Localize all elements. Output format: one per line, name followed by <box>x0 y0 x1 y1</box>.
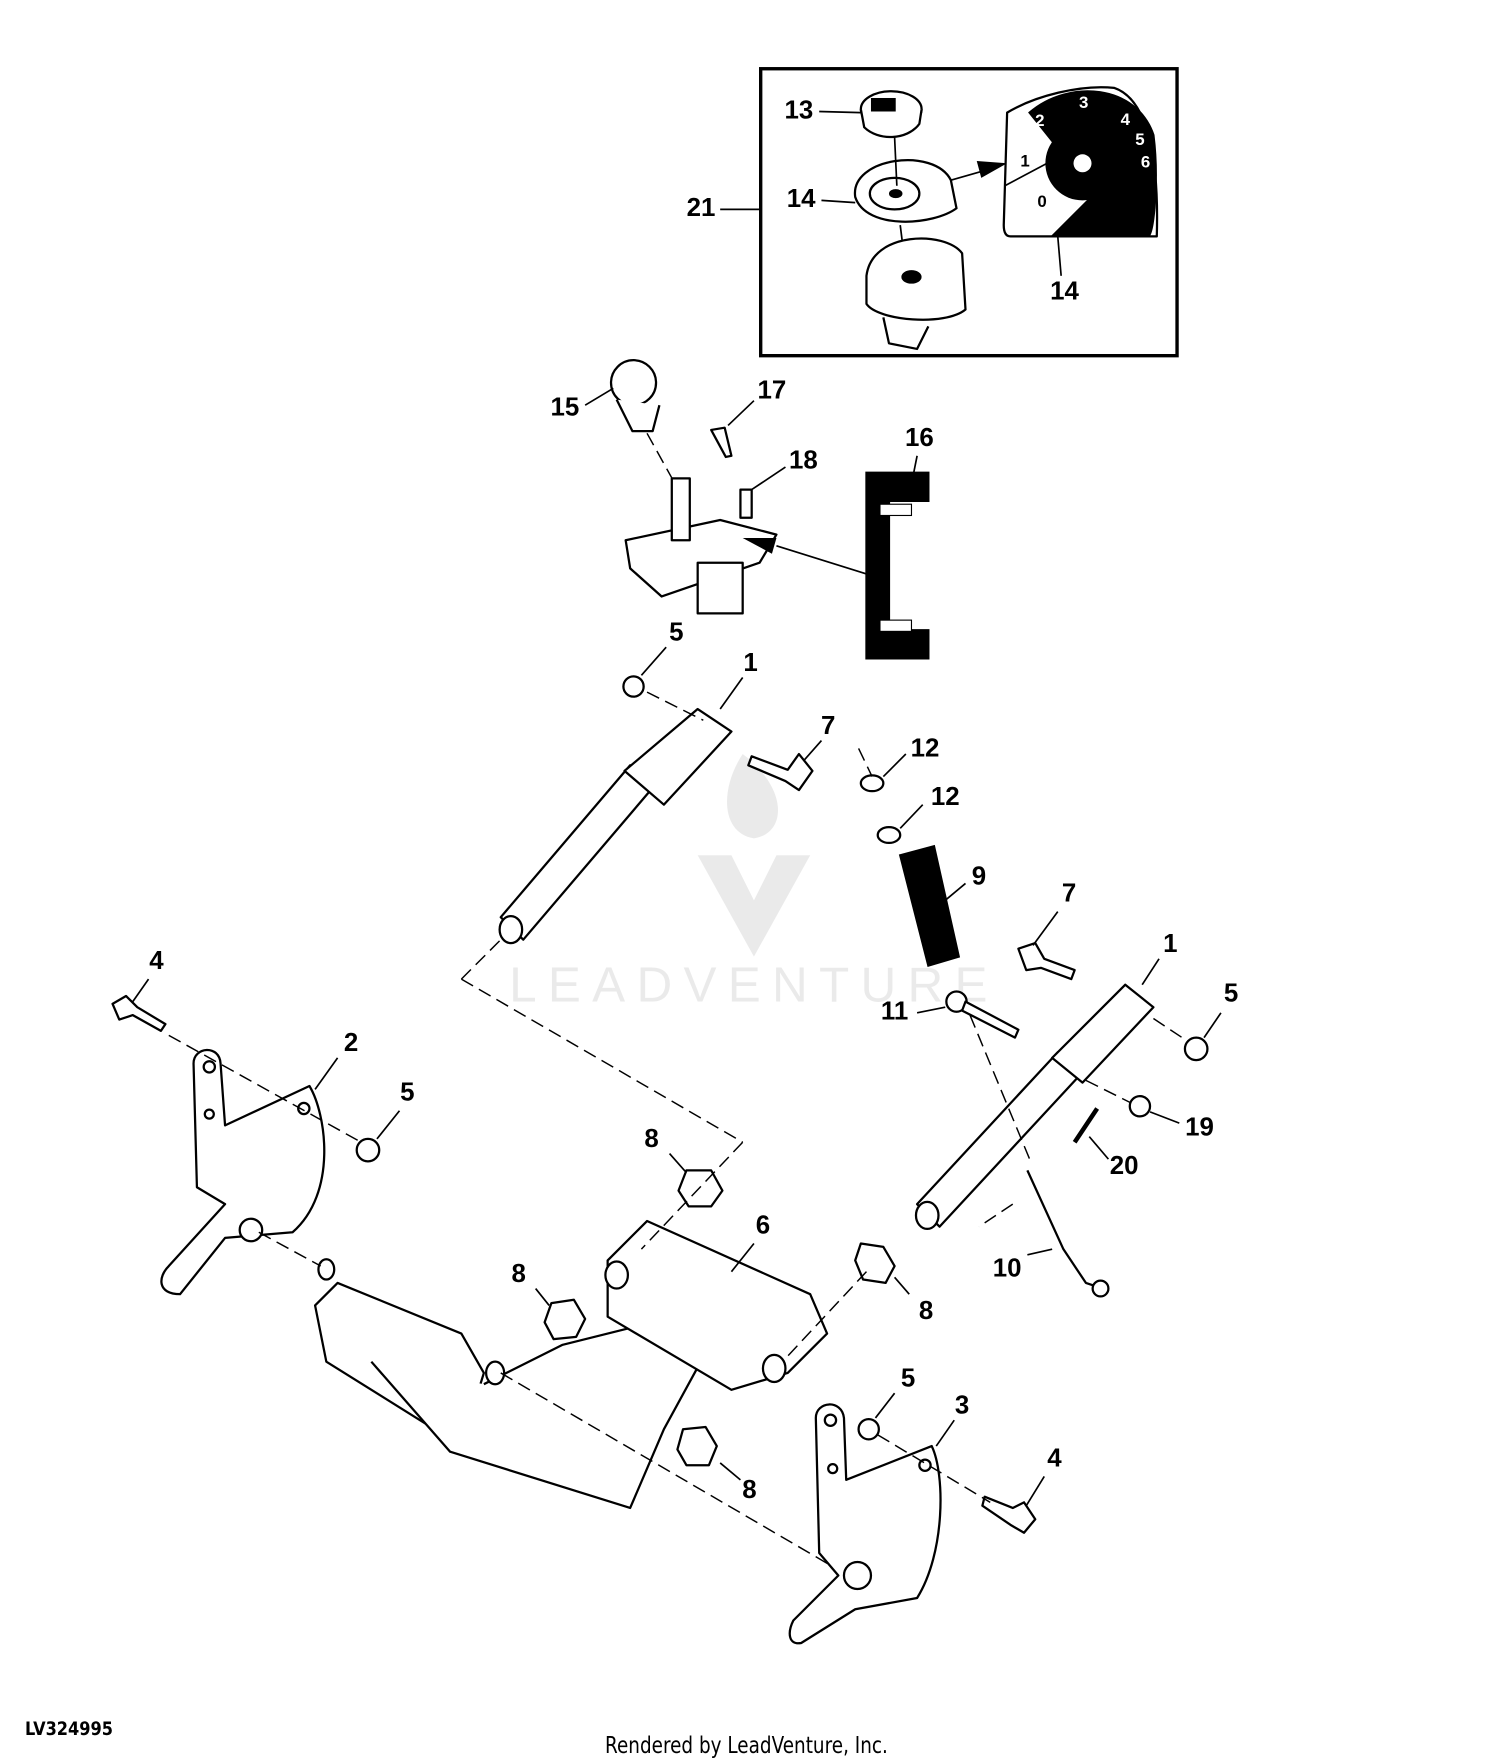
callout-2: 2 <box>344 1029 358 1057</box>
pin-20 <box>1072 1107 1100 1144</box>
callout-11: 11 <box>881 998 908 1026</box>
watermark-text: LEADVENTURE <box>509 958 999 1013</box>
control-plate-18 <box>624 477 778 615</box>
callout-4: 4 <box>1047 1444 1062 1472</box>
spring-9 <box>898 844 961 967</box>
callout-5: 5 <box>669 618 683 646</box>
callout-14: 14 <box>1050 278 1079 306</box>
callout-15: 15 <box>551 393 580 421</box>
shaft-1-right <box>914 983 1155 1231</box>
callout-18: 18 <box>789 446 818 474</box>
callout-8: 8 <box>512 1260 526 1288</box>
callout-8: 8 <box>644 1125 658 1153</box>
callout-7: 7 <box>821 712 835 740</box>
washer-12 <box>859 774 885 793</box>
dial-mark: 2 <box>1035 111 1044 130</box>
decal-14 <box>854 159 958 223</box>
nut-8 <box>677 1169 724 1208</box>
callout-12: 12 <box>931 783 960 811</box>
dial-mark: 1 <box>1020 152 1029 171</box>
callout-7: 7 <box>1062 880 1076 908</box>
nut-8 <box>543 1298 587 1341</box>
callout-10: 10 <box>993 1254 1022 1282</box>
dial-mark: 0 <box>1037 192 1046 211</box>
callout-4: 4 <box>149 947 164 975</box>
knob-15 <box>609 359 661 433</box>
callout-3: 3 <box>955 1392 969 1420</box>
washer-12 <box>876 826 902 845</box>
nut-8 <box>676 1425 718 1467</box>
bracket-3 <box>788 1403 942 1645</box>
callout-9: 9 <box>972 863 986 891</box>
bolt-7 <box>747 752 814 792</box>
callout-19: 19 <box>1185 1114 1214 1142</box>
callout-8: 8 <box>919 1297 933 1325</box>
dial-base <box>865 237 967 351</box>
decal-14-detail <box>1002 86 1159 238</box>
callout-5: 5 <box>1224 980 1238 1008</box>
callout-12: 12 <box>911 734 940 762</box>
rod-10 <box>1026 1169 1110 1298</box>
nut-5 <box>355 1137 381 1163</box>
callout-16: 16 <box>905 424 934 452</box>
dial-mark: 6 <box>1141 153 1150 172</box>
knob-13 <box>859 90 923 139</box>
callout-20: 20 <box>1110 1152 1139 1180</box>
eyebolt-11 <box>945 990 1020 1039</box>
dial-mark: 3 <box>1079 93 1088 112</box>
dial-mark: 5 <box>1135 130 1144 149</box>
diagram-id: LV324995 <box>25 1718 114 1740</box>
callout-5: 5 <box>400 1079 414 1107</box>
callout-21: 21 <box>687 194 716 222</box>
callout-5: 5 <box>901 1365 915 1393</box>
dial-mark: 4 <box>1121 110 1131 129</box>
callout-1: 1 <box>1163 930 1177 958</box>
bolt-4 <box>981 1495 1037 1534</box>
nut-19 <box>1128 1094 1152 1118</box>
nut-5 <box>1183 1036 1209 1062</box>
nut-5 <box>622 675 645 698</box>
inset-box <box>759 67 1179 358</box>
shaft-1-left <box>498 707 733 945</box>
callout-17: 17 <box>758 377 787 405</box>
decal-16 <box>865 471 930 660</box>
callout-14: 14 <box>787 185 816 213</box>
bolt-4 <box>111 994 167 1032</box>
screw-17 <box>710 426 733 459</box>
bolt-7 <box>1017 941 1076 981</box>
rendered-by-credit: Rendered by LeadVenture, Inc. <box>605 1733 888 1759</box>
callout-labels: 13 14 21 14 15 17 18 16 5 1 7 12 12 9 7 … <box>149 96 1238 1504</box>
callout-13: 13 <box>785 96 814 124</box>
bracket-2 <box>160 1048 326 1296</box>
watermark-logo: LEADVENTURE <box>509 754 999 1013</box>
callout-6: 6 <box>756 1211 770 1239</box>
callout-8: 8 <box>742 1476 756 1504</box>
nut-5 <box>857 1417 880 1441</box>
pedal-assembly-6 <box>313 1219 829 1510</box>
callout-1: 1 <box>743 649 757 677</box>
